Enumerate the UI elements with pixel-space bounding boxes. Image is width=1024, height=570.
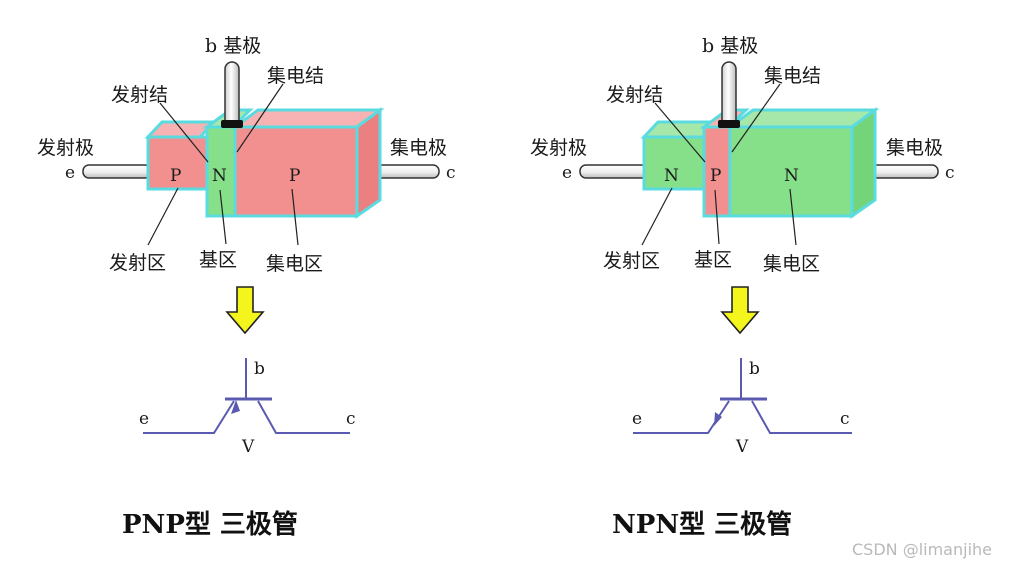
pnp-collector-region-label: 集电区	[266, 253, 323, 275]
emitter-lead	[579, 164, 649, 179]
emitter-lead	[82, 164, 152, 179]
npn-structure: N P N b 基极 集电结 发射结 发射极 集电极 e c 发射区 基区 集电…	[530, 35, 955, 275]
collector-junction-leader	[236, 83, 284, 153]
pnp-symbol-b-label: b	[254, 359, 265, 379]
watermark: CSDN @limanjihe	[852, 540, 992, 559]
collector-layer	[233, 125, 359, 218]
npn-emitter-region-label: 发射区	[603, 250, 660, 272]
npn-collector-junction-label: 集电结	[764, 65, 821, 87]
pnp-base-layer-label: N	[212, 166, 227, 186]
npn-base-terminal-label: b 基极	[702, 35, 758, 57]
collector-junction-leader	[731, 83, 781, 153]
pnp-symbol-c-label: c	[346, 409, 356, 429]
pnp-emitter-region-label: 发射区	[109, 252, 166, 274]
pnp-emitter-layer-label: P	[170, 166, 181, 186]
pnp-emitter-junction-label: 发射结	[111, 84, 168, 106]
npn-emitter-junction-label: 发射结	[606, 84, 663, 106]
npn-symbol-b-label: b	[749, 359, 760, 379]
collector-box-side	[850, 107, 877, 219]
base-lead-cap	[221, 120, 243, 128]
base-region-leader	[219, 189, 227, 245]
pnp-e-terminal-label: e	[65, 163, 75, 183]
npn-base-region-label: 基区	[694, 249, 732, 271]
pnp-title: PNP型 三极管	[122, 510, 298, 540]
pnp-down-arrow	[225, 286, 265, 335]
npn-symbol-c-label: c	[840, 409, 850, 429]
pnp-base-region-label: 基区	[199, 249, 237, 271]
pnp-c-terminal-label: c	[446, 163, 456, 183]
npn-down-arrow	[720, 286, 760, 335]
collector-box-side	[355, 107, 382, 219]
pnp-emitter-arrow	[231, 400, 240, 414]
base-layer	[702, 125, 734, 218]
npn-collector-region-label: 集电区	[763, 253, 820, 275]
pnp-symbol-e-label: e	[139, 409, 149, 429]
npn-emitter-arrow	[714, 412, 722, 426]
pnp-base-terminal-label: b 基极	[205, 35, 261, 57]
base-lead-cap	[718, 120, 740, 128]
npn-title: NPN型 三极管	[612, 510, 792, 540]
npn-symbol-e-label: e	[632, 409, 642, 429]
collector-region-leader	[291, 188, 299, 246]
npn-e-terminal-label: e	[562, 163, 572, 183]
pnp-symbol	[143, 358, 350, 434]
pnp-collector-electrode-label: 集电极	[390, 137, 447, 159]
npn-symbol	[633, 358, 852, 434]
pnp-structure: P N P b 基极 集电结 发射结 发射极 集电极 e c 发射区 基区 集电…	[37, 35, 456, 275]
pnp-emitter-electrode-label: 发射极	[37, 137, 94, 159]
npn-collector-layer-label: N	[784, 166, 799, 186]
npn-collector-electrode-label: 集电极	[886, 137, 943, 159]
npn-emitter-layer-label: N	[664, 166, 679, 186]
pnp-symbol-v-label: V	[241, 437, 255, 457]
npn-base-layer-label: P	[710, 166, 721, 186]
base-region-leader	[714, 189, 720, 245]
emitter-layer	[146, 135, 212, 191]
npn-c-terminal-label: c	[945, 163, 955, 183]
pnp-collector-layer-label: P	[289, 166, 300, 186]
collector-region-leader	[789, 188, 797, 246]
npn-symbol-v-label: V	[735, 437, 749, 457]
emitter-junction-leader	[159, 102, 209, 163]
base-lead	[721, 61, 737, 127]
base-lead	[224, 61, 240, 127]
npn-emitter-electrode-label: 发射极	[530, 137, 587, 159]
emitter-region-leader	[641, 187, 673, 246]
emitter-region-leader	[147, 187, 179, 246]
emitter-junction-leader	[654, 102, 706, 163]
pnp-collector-junction-label: 集电结	[267, 65, 324, 87]
